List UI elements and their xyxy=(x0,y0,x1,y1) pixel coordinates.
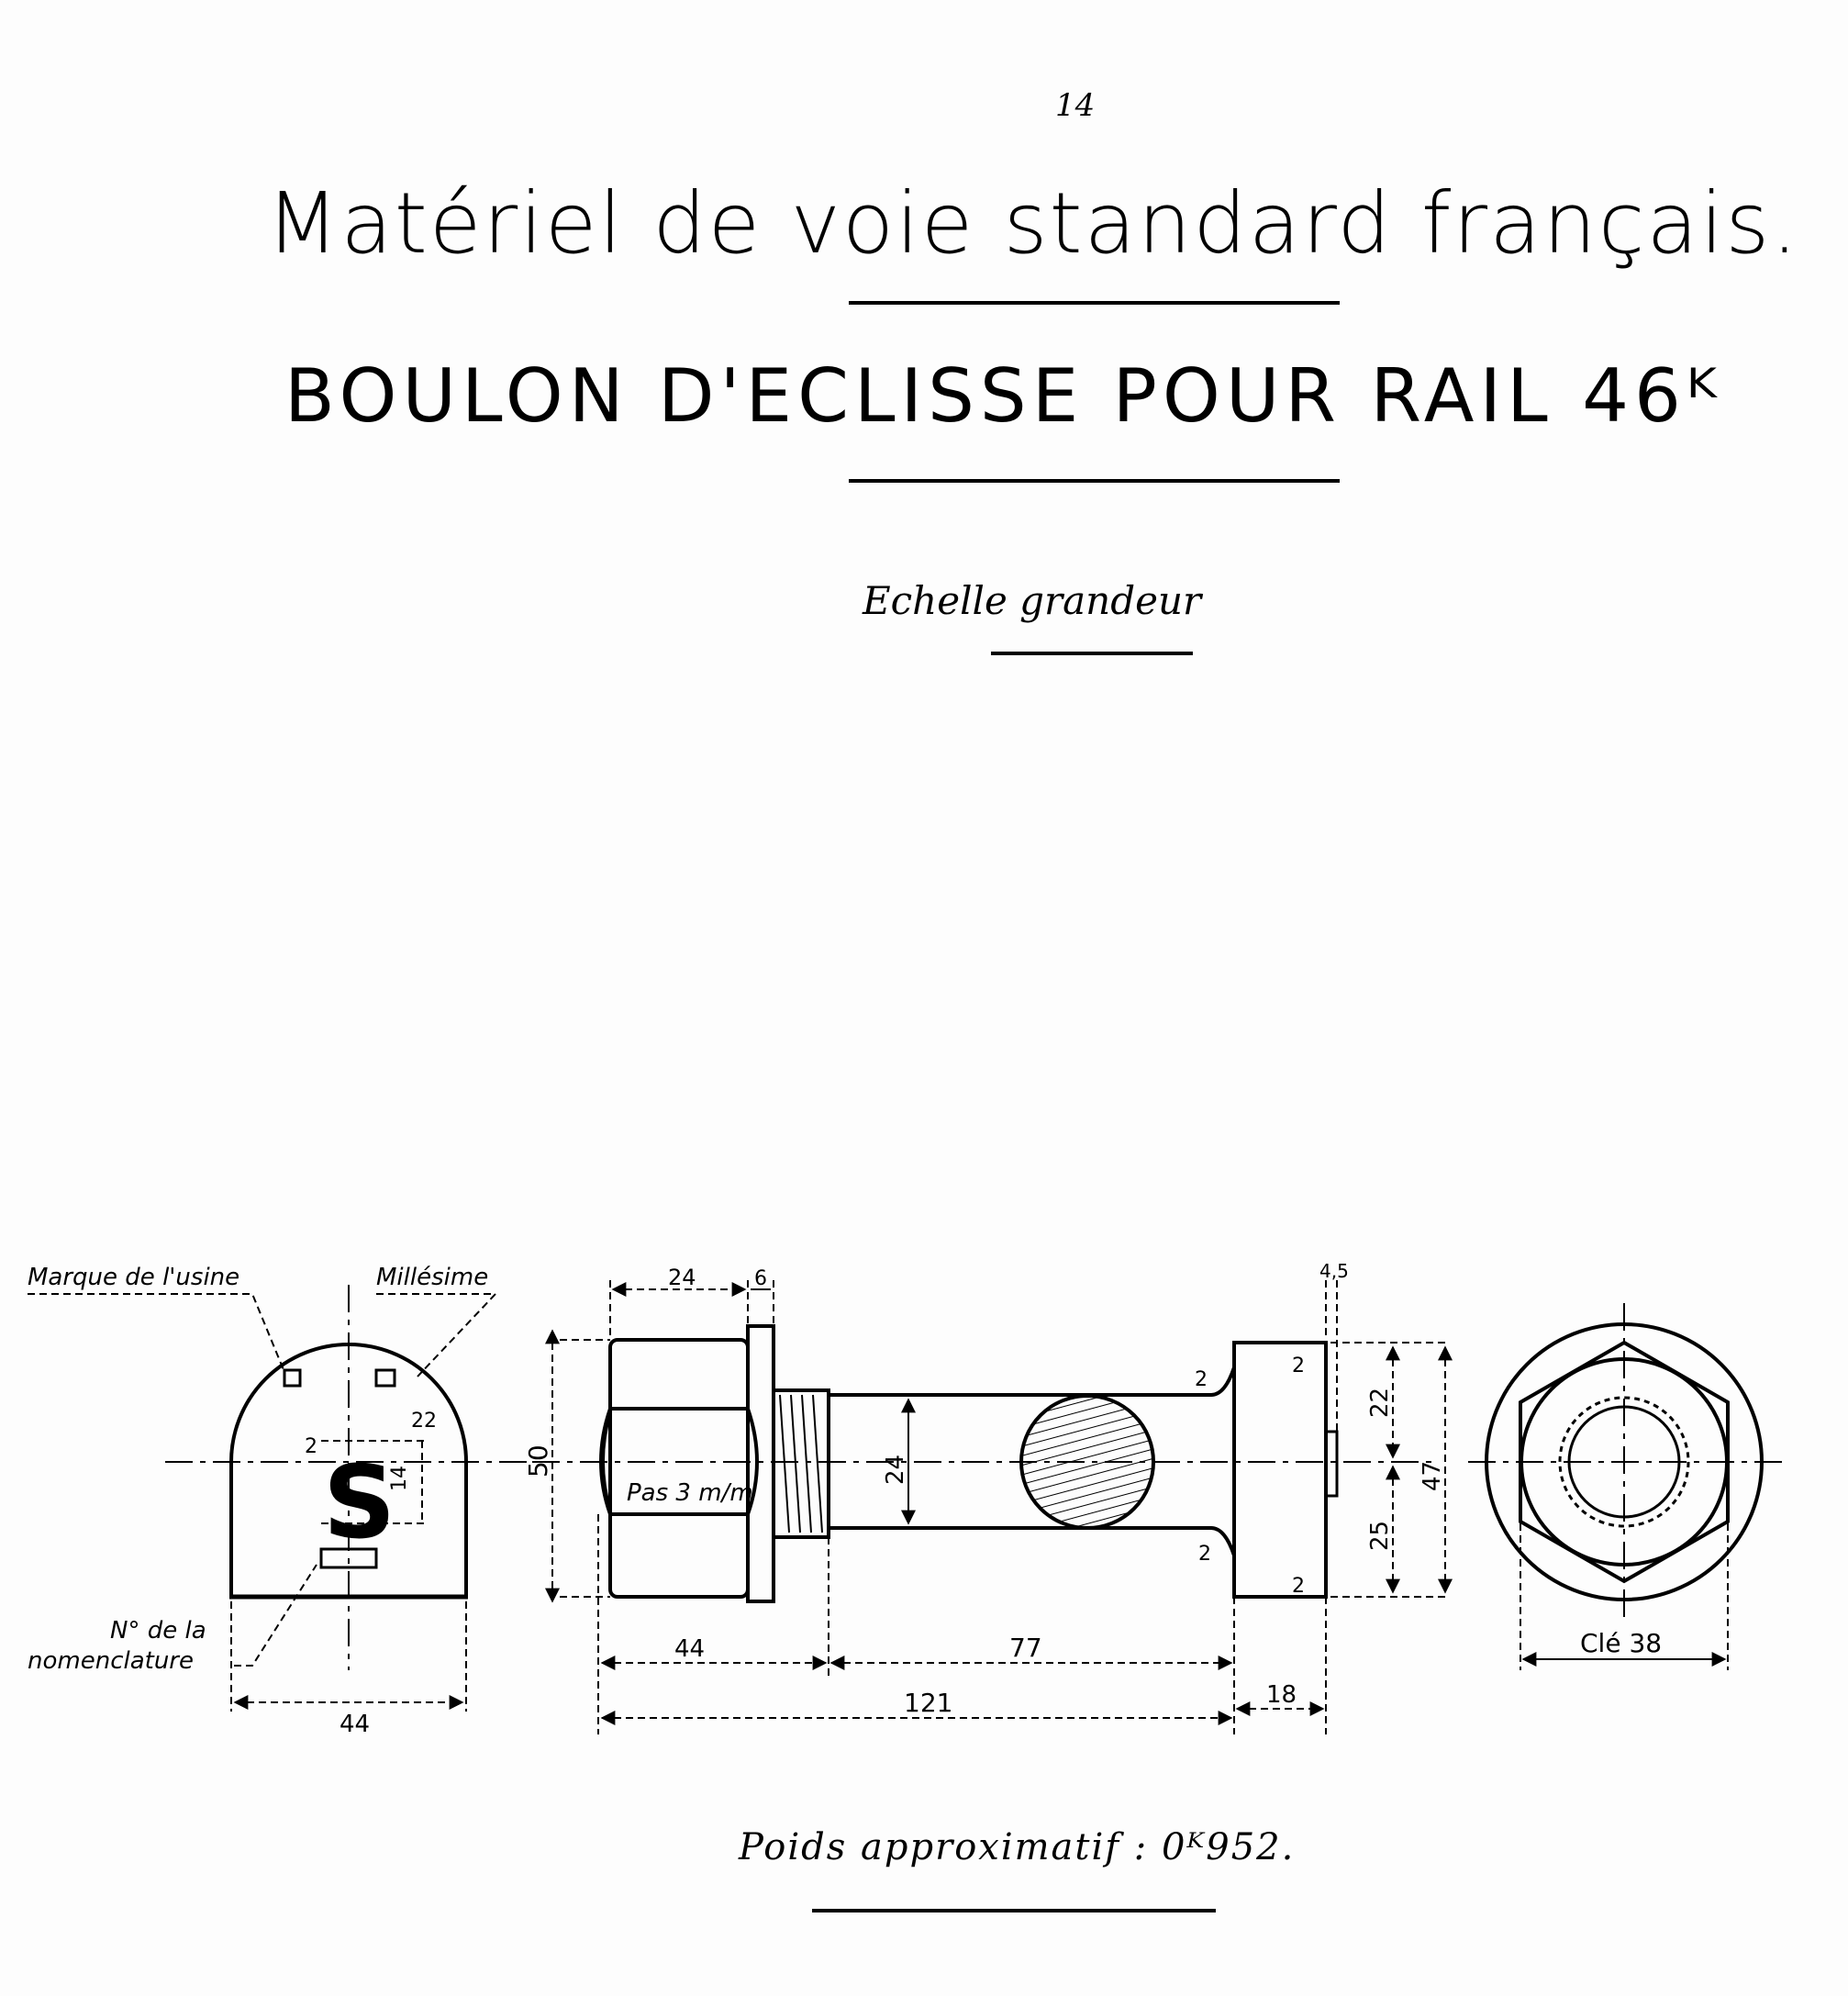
dim-side-18: 18 xyxy=(1266,1681,1297,1709)
dim-side-50: 50 xyxy=(523,1444,553,1477)
bolt-side-view xyxy=(532,1280,1453,1734)
dim-radius-c: 2 xyxy=(1292,1355,1305,1377)
dim-head-44: 44 xyxy=(340,1711,370,1738)
subtitle-underline xyxy=(849,479,1340,483)
weight-underline xyxy=(812,1909,1216,1912)
dim-side-25: 25 xyxy=(1366,1521,1394,1551)
dim-shank-24: 24 xyxy=(882,1455,909,1485)
scale-note: Echelle grandeur xyxy=(863,578,1202,623)
thread-pitch: Pas 3 m/m xyxy=(627,1479,753,1507)
dim-side-77: 77 xyxy=(1009,1633,1042,1663)
dim-side-22: 22 xyxy=(1366,1388,1394,1418)
label-year: Millésime xyxy=(376,1264,488,1291)
dim-side-6: 6 xyxy=(754,1267,767,1290)
title-underline xyxy=(849,301,1340,305)
dim-side-24: 24 xyxy=(668,1265,696,1290)
dim-head-22: 22 xyxy=(411,1410,437,1433)
page-title: Matériel de voie standard français. xyxy=(266,174,1800,273)
scale-underline xyxy=(991,652,1193,655)
label-nomenclature-1: N° de la xyxy=(110,1617,206,1645)
bolt-head-view xyxy=(28,1285,528,1712)
dim-radius-a: 2 xyxy=(1195,1368,1208,1391)
dim-radius-d: 2 xyxy=(1292,1575,1305,1598)
dim-side-121: 121 xyxy=(904,1688,952,1718)
dim-head-14: 14 xyxy=(388,1466,411,1491)
dim-side-44: 44 xyxy=(674,1635,705,1663)
dim-side-47: 47 xyxy=(1419,1461,1446,1491)
label-factory-mark: Marque de l'usine xyxy=(28,1264,239,1291)
stamp-letter: S xyxy=(323,1444,395,1561)
weight-note: Poids approximatif : 0ᴷ952. xyxy=(739,1826,1296,1868)
label-nomenclature-2: nomenclature xyxy=(28,1647,194,1675)
dim-key-38: Clé 38 xyxy=(1580,1628,1662,1658)
bolt-end-view xyxy=(1468,1303,1785,1670)
dim-side-4-5: 4,5 xyxy=(1319,1260,1349,1282)
drawing-subtitle: BOULON D'ECLISSE POUR RAIL 46ᴷ xyxy=(284,353,1722,439)
dim-head-2: 2 xyxy=(305,1435,317,1458)
dim-radius-b: 2 xyxy=(1198,1543,1211,1566)
page-number: 14 xyxy=(1055,87,1096,124)
